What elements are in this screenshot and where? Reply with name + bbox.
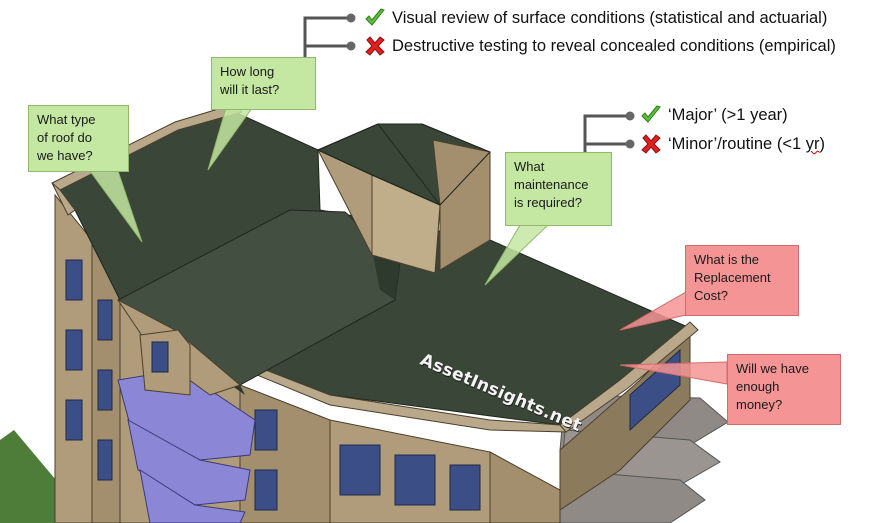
check-icon — [364, 7, 386, 29]
option-label: Destructive testing to reveal concealed … — [392, 37, 836, 55]
option-visual-review: Visual review of surface conditions (sta… — [364, 7, 827, 29]
bullet-dots — [346, 13, 635, 149]
left-balconies — [117, 369, 256, 523]
callout-roof-type: What type of roof do we have? — [28, 105, 129, 172]
option-label: Visual review of surface conditions (sta… — [392, 9, 828, 27]
callout-how-long: How long will it last? — [211, 57, 316, 110]
bullet-dot-icon — [346, 41, 356, 51]
windows — [65, 259, 681, 511]
bracket-maintenance — [583, 114, 630, 165]
bullet-dot-icon — [625, 111, 635, 121]
option-destructive-testing: Destructive testing to reveal concealed … — [364, 35, 836, 57]
option-label-main: ‘Minor’/routine (<1 — [668, 135, 806, 153]
option-label-flagged: yr — [805, 135, 820, 153]
option-minor-routine: ‘Minor’/routine (<1 yr) — [640, 133, 825, 155]
bullet-dot-icon — [625, 139, 635, 149]
callout-maintenance: What maintenance is required? — [505, 152, 612, 226]
rooftop-box — [316, 123, 491, 274]
bay-column — [139, 329, 191, 396]
check-icon — [640, 104, 662, 126]
option-label-end: ) — [819, 135, 825, 153]
callout-replacement-cost: What is the Replacement Cost? — [685, 245, 799, 316]
bracket-life — [303, 16, 350, 62]
callout-pointers — [89, 107, 728, 385]
cross-icon — [364, 35, 386, 57]
option-major: ‘Major’ (>1 year) — [640, 104, 788, 126]
callout-enough-money: Will we have enough money? — [727, 354, 841, 425]
cross-icon — [640, 133, 662, 155]
bullet-dot-icon — [346, 13, 356, 23]
option-label: ‘Major’ (>1 year) — [668, 106, 788, 124]
